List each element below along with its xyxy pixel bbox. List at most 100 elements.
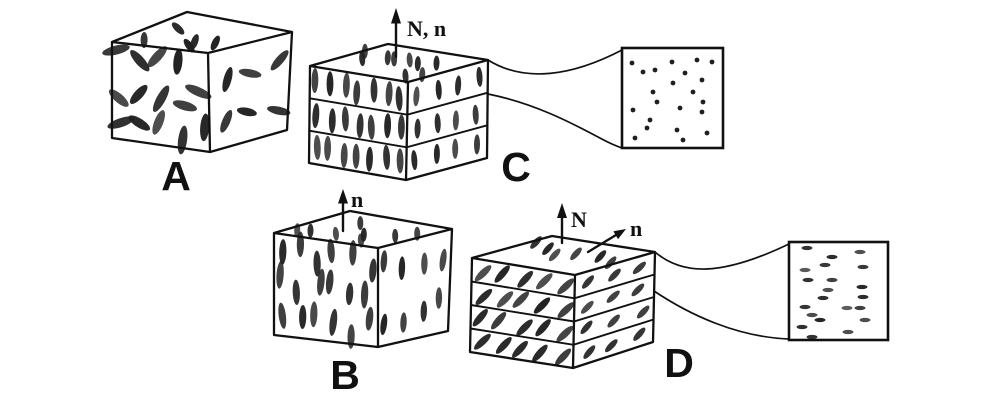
molecule-ellipsoid	[326, 71, 334, 97]
molecule-ellipsoid	[307, 223, 314, 238]
director-arrow-b	[338, 189, 348, 233]
molecule-ellipsoid	[341, 106, 349, 132]
molecule-ellipsoid	[419, 67, 426, 83]
molecule-ellipsoid	[200, 113, 210, 142]
molecule-ellipsoid	[359, 51, 366, 67]
molecule-dot	[704, 130, 710, 136]
molecule-ellipsoid	[384, 50, 391, 66]
cube-edges	[468, 234, 657, 370]
arrow-head-icon	[338, 189, 348, 204]
connector-c-bottom	[487, 93, 623, 149]
molecule-dash	[822, 287, 834, 293]
molecule-ellipsoid	[369, 258, 377, 283]
molecule-ellipsoid	[512, 291, 530, 308]
arrow-head-icon	[391, 8, 401, 24]
molecule-ellipsoid	[532, 344, 548, 362]
arrow-shaft	[586, 233, 618, 254]
molecule-ellipsoid	[340, 143, 348, 168]
arrow-head-icon	[557, 203, 567, 218]
molecule-ellipsoid	[632, 261, 646, 275]
molecule-ellipsoid	[607, 314, 620, 328]
molecule-dash	[814, 317, 826, 323]
molecule-ellipsoid	[631, 283, 645, 297]
molecule-ellipsoid	[580, 320, 593, 335]
molecule-ellipsoid	[238, 68, 262, 78]
cube-edges	[110, 10, 294, 154]
molecule-dash	[856, 284, 868, 290]
molecule-ellipsoid	[476, 66, 483, 87]
molecule-ellipsoid	[555, 348, 572, 366]
molecule-ellipsoid	[328, 108, 336, 134]
molecule-ellipsoid	[435, 79, 442, 100]
molecule-ellipsoid	[327, 238, 335, 264]
molecule-ellipsoid	[102, 44, 130, 56]
molecule-dash	[842, 329, 854, 335]
molecule-ellipsoid	[594, 250, 607, 263]
molecule-ellipsoid	[147, 46, 168, 68]
cube-b-nematic	[272, 209, 454, 349]
molecule-dash	[817, 295, 829, 301]
molecule-ellipsoid	[435, 287, 443, 309]
molecule-ellipsoid	[292, 279, 300, 305]
molecule-ellipsoid	[516, 319, 533, 336]
molecule-ellipsoid	[173, 48, 183, 75]
molecule-ellipsoid	[276, 260, 284, 289]
molecule-dot	[654, 99, 660, 105]
molecule-ellipsoid	[434, 113, 441, 134]
director-label-b: n	[351, 187, 363, 212]
layer-line	[469, 318, 655, 346]
molecule-ellipsoid	[495, 337, 512, 354]
director-arrow-d	[586, 229, 626, 254]
molecule-ellipsoid	[171, 22, 185, 35]
molecule-ellipsoid	[517, 270, 534, 288]
molecule-ellipsoid	[414, 56, 421, 72]
molecule-ellipsoid	[398, 256, 406, 280]
molecule-ellipsoid	[433, 55, 440, 71]
molecule-ellipsoid	[107, 116, 135, 129]
inset-dashes-pattern	[796, 245, 871, 340]
molecule-ellipsoid	[570, 247, 582, 261]
molecule-dot	[699, 77, 705, 83]
molecule-ellipsoid	[367, 114, 375, 140]
molecule-ellipsoid	[384, 113, 392, 139]
molecule-ellipsoid	[557, 302, 575, 319]
molecule-dash	[806, 312, 818, 318]
molecule-ellipsoid	[396, 148, 404, 174]
molecule-dot	[699, 109, 705, 115]
molecule-dash	[826, 254, 838, 260]
molecule-ellipsoid	[472, 104, 479, 125]
molecule-ellipsoid	[349, 240, 357, 266]
molecule-ellipsoid	[370, 77, 378, 103]
molecule-ellipsoid	[433, 143, 440, 164]
molecule-ellipsoid	[185, 84, 212, 99]
molecule-ellipsoid	[313, 250, 321, 277]
molecule-dash	[799, 304, 811, 310]
molecule-ellipsoid	[490, 312, 507, 330]
molecule-ellipsoid	[397, 114, 405, 140]
molecule-dot	[669, 59, 675, 65]
panel-label-d: D	[664, 340, 694, 386]
layer-normal-label-d: N	[571, 207, 587, 232]
molecule-dot	[709, 59, 715, 65]
molecule-dash	[854, 305, 866, 311]
molecule-ellipsoid	[360, 280, 369, 309]
molecule-ellipsoid	[455, 75, 462, 96]
layer-line	[470, 296, 655, 323]
molecule-dot	[694, 57, 700, 63]
molecule-ellipsoid	[177, 125, 188, 155]
molecule-ellipsoid	[357, 216, 364, 231]
molecule-ellipsoid	[353, 80, 361, 106]
molecule-ellipsoid	[380, 250, 388, 273]
molecule-ellipsoid	[279, 239, 287, 265]
molecule-ellipsoid	[311, 68, 319, 93]
layer-line	[308, 124, 489, 149]
cube-c-smectic-a	[307, 42, 490, 182]
panel-label-b: B	[330, 352, 360, 398]
molecule-ellipsoid	[400, 312, 407, 333]
molecule-ellipsoid	[345, 282, 354, 306]
molecule-ellipsoid	[475, 288, 493, 305]
molecule-dot	[630, 107, 636, 113]
molecule-dash	[826, 277, 838, 283]
molecule-ellipsoid	[606, 290, 620, 303]
